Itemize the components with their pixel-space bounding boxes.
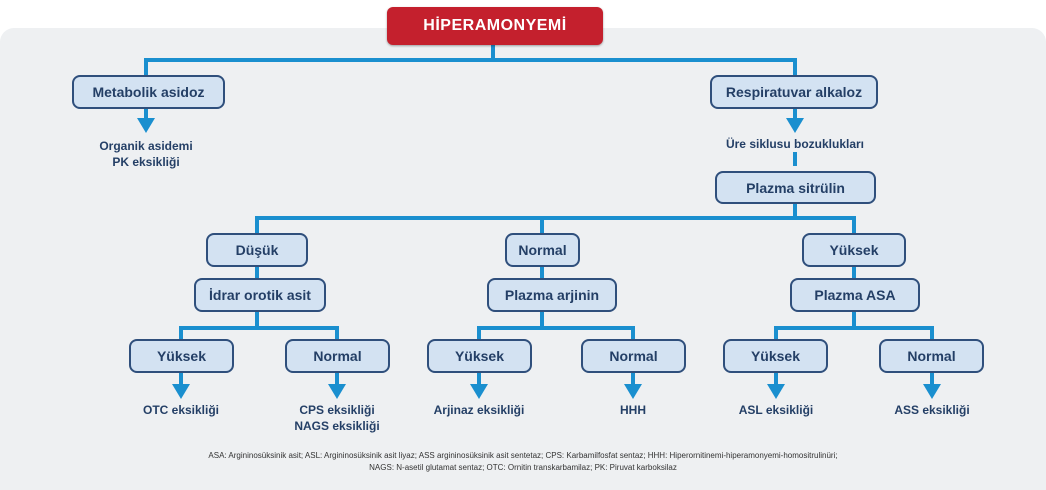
otc-deficiency-result: OTC eksikliği	[142, 403, 220, 417]
root-node-hiperamonyemi: HİPERAMONYEMİ	[387, 7, 603, 45]
respiratory-alkalosis-node: Respiratuvar alkaloz	[710, 75, 878, 109]
ass-deficiency-result: ASS eksikliği	[894, 403, 970, 417]
arginase-deficiency-result: Arjinaz eksikliği	[433, 403, 525, 417]
citrulline-normal-node: Normal	[505, 233, 580, 267]
outcome-line: PK eksikliği	[112, 155, 180, 169]
abbreviations-footnote-line-2: NAGS: N-asetil glutamat sentaz; OTC: Orn…	[369, 463, 677, 472]
asa-normal-node: Normal	[879, 339, 984, 373]
orotic-normal-node: Normal	[285, 339, 390, 373]
orotic-high-node: Yüksek	[129, 339, 234, 373]
plasma-citrulline-node: Plazma sitrülin	[715, 171, 876, 204]
asa-high-node: Yüksek	[723, 339, 828, 373]
outcome-line: Organik asidemi	[99, 139, 193, 153]
abbreviations-footnote-line-1: ASA: Argininosüksinik asit; ASL: Arginin…	[208, 451, 838, 460]
result-line: CPS eksikliği	[299, 403, 375, 417]
metabolic-acidosis-node: Metabolik asidoz	[72, 75, 225, 109]
citrulline-low-node: Düşük	[206, 233, 308, 267]
plasma-arginine-node: Plazma arjinin	[487, 278, 617, 312]
arginine-normal-node: Normal	[581, 339, 686, 373]
plasma-asa-node: Plazma ASA	[790, 278, 920, 312]
arginine-high-node: Yüksek	[427, 339, 532, 373]
urine-orotic-acid-node: İdrar orotik asit	[194, 278, 326, 312]
organic-acidemia-outcome: Organik asidemi PK eksikliği	[86, 138, 206, 170]
hhh-result: HHH	[620, 403, 646, 417]
cps-nags-deficiency-result: CPS eksikliği NAGS eksikliği	[277, 402, 397, 434]
result-line: NAGS eksikliği	[294, 419, 380, 433]
asl-deficiency-result: ASL eksikliği	[738, 403, 814, 417]
citrulline-high-node: Yüksek	[802, 233, 906, 267]
urea-cycle-disorders-label: Üre siklusu bozuklukları	[725, 137, 865, 151]
